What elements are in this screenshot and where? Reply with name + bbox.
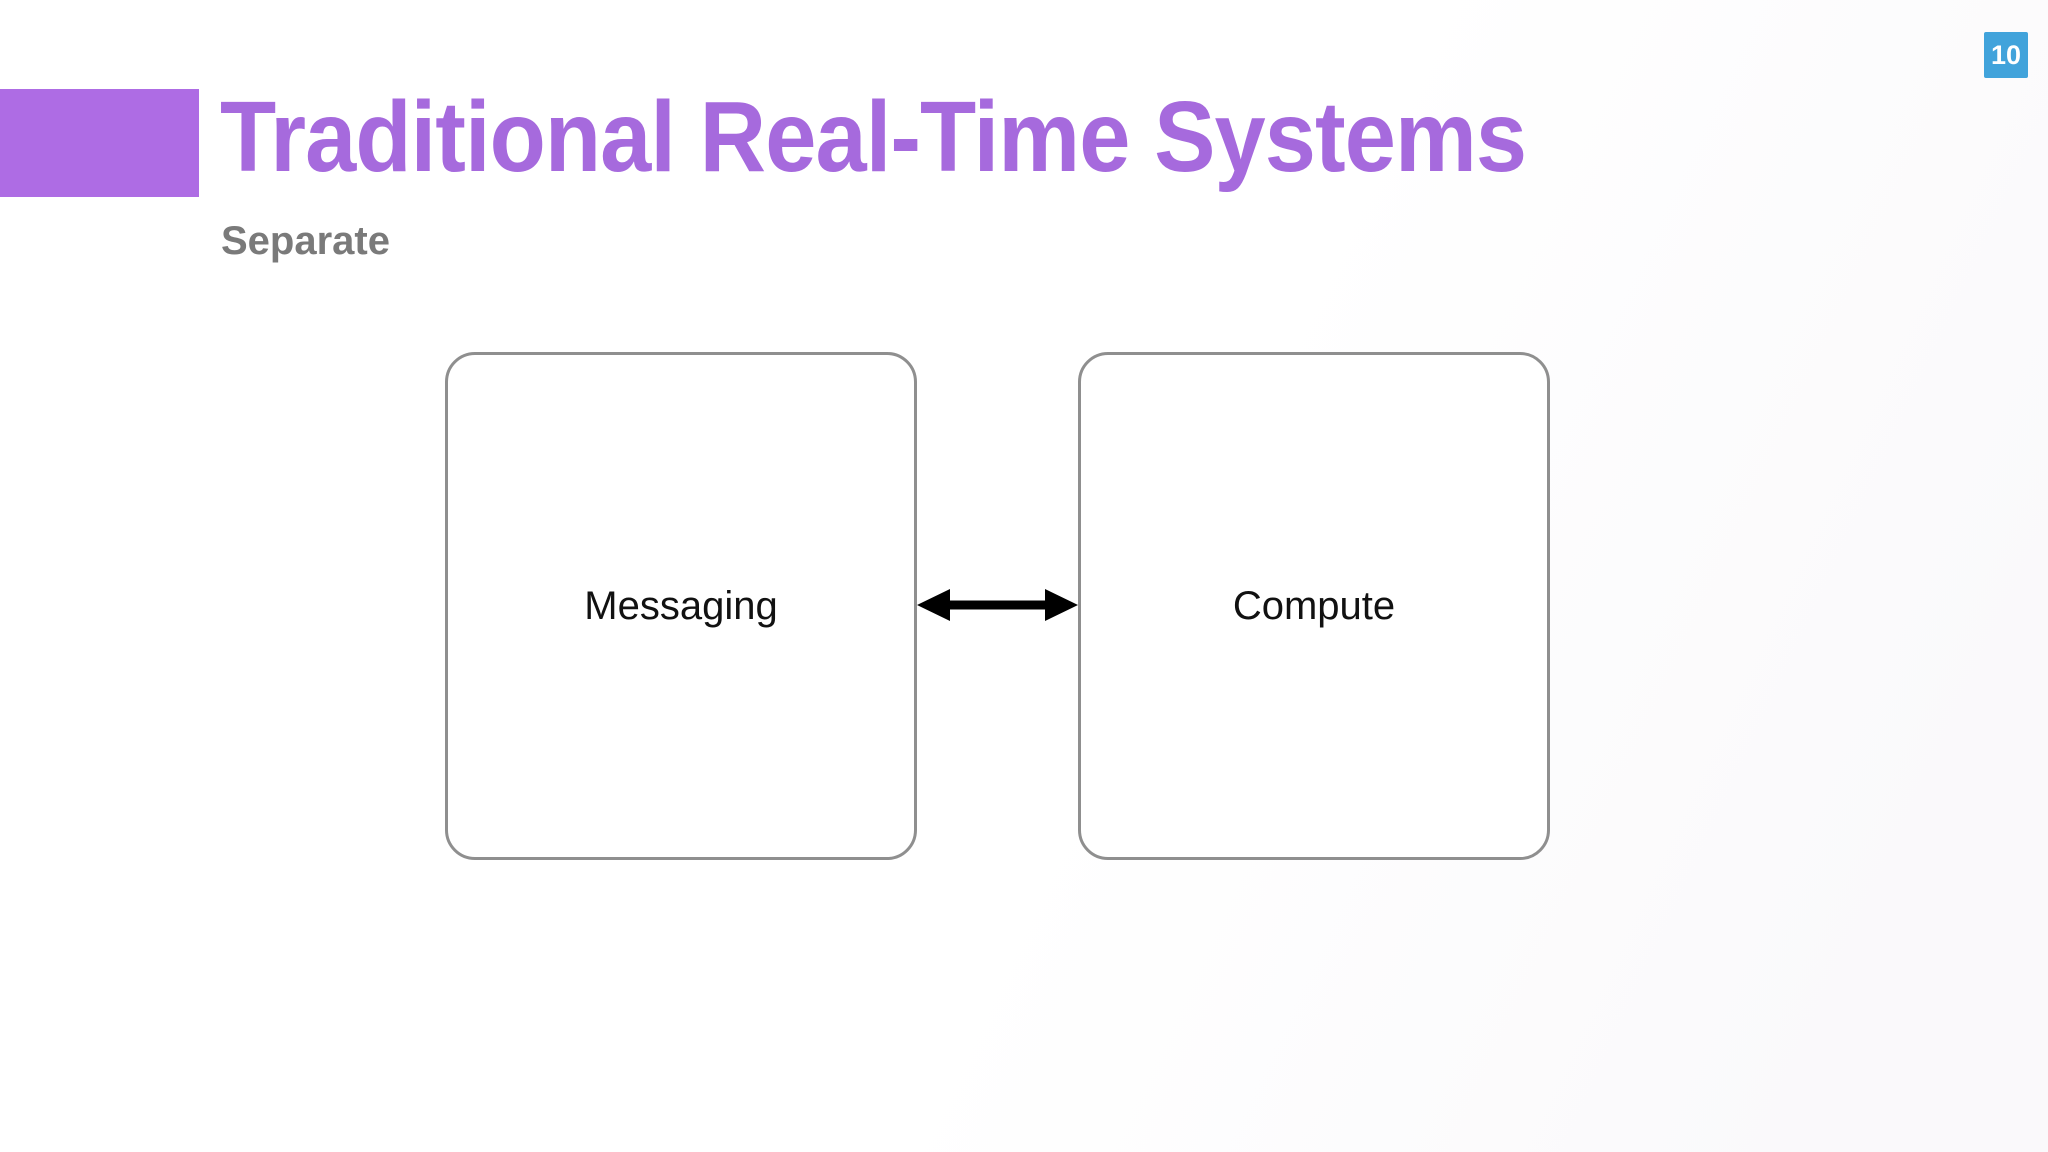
- compute-box-label: Compute: [1232, 584, 1396, 628]
- title-accent-bar: [0, 89, 199, 197]
- double-headed-arrow-icon: [917, 589, 1078, 621]
- page-number-badge: 10: [1984, 32, 2028, 78]
- slide-title: Traditional Real-Time Systems: [220, 81, 1527, 193]
- messaging-box-label: Messaging: [584, 584, 778, 628]
- compute-box: Compute: [1078, 352, 1550, 860]
- messaging-box: Messaging: [445, 352, 917, 860]
- slide-subtitle: Separate: [221, 219, 390, 263]
